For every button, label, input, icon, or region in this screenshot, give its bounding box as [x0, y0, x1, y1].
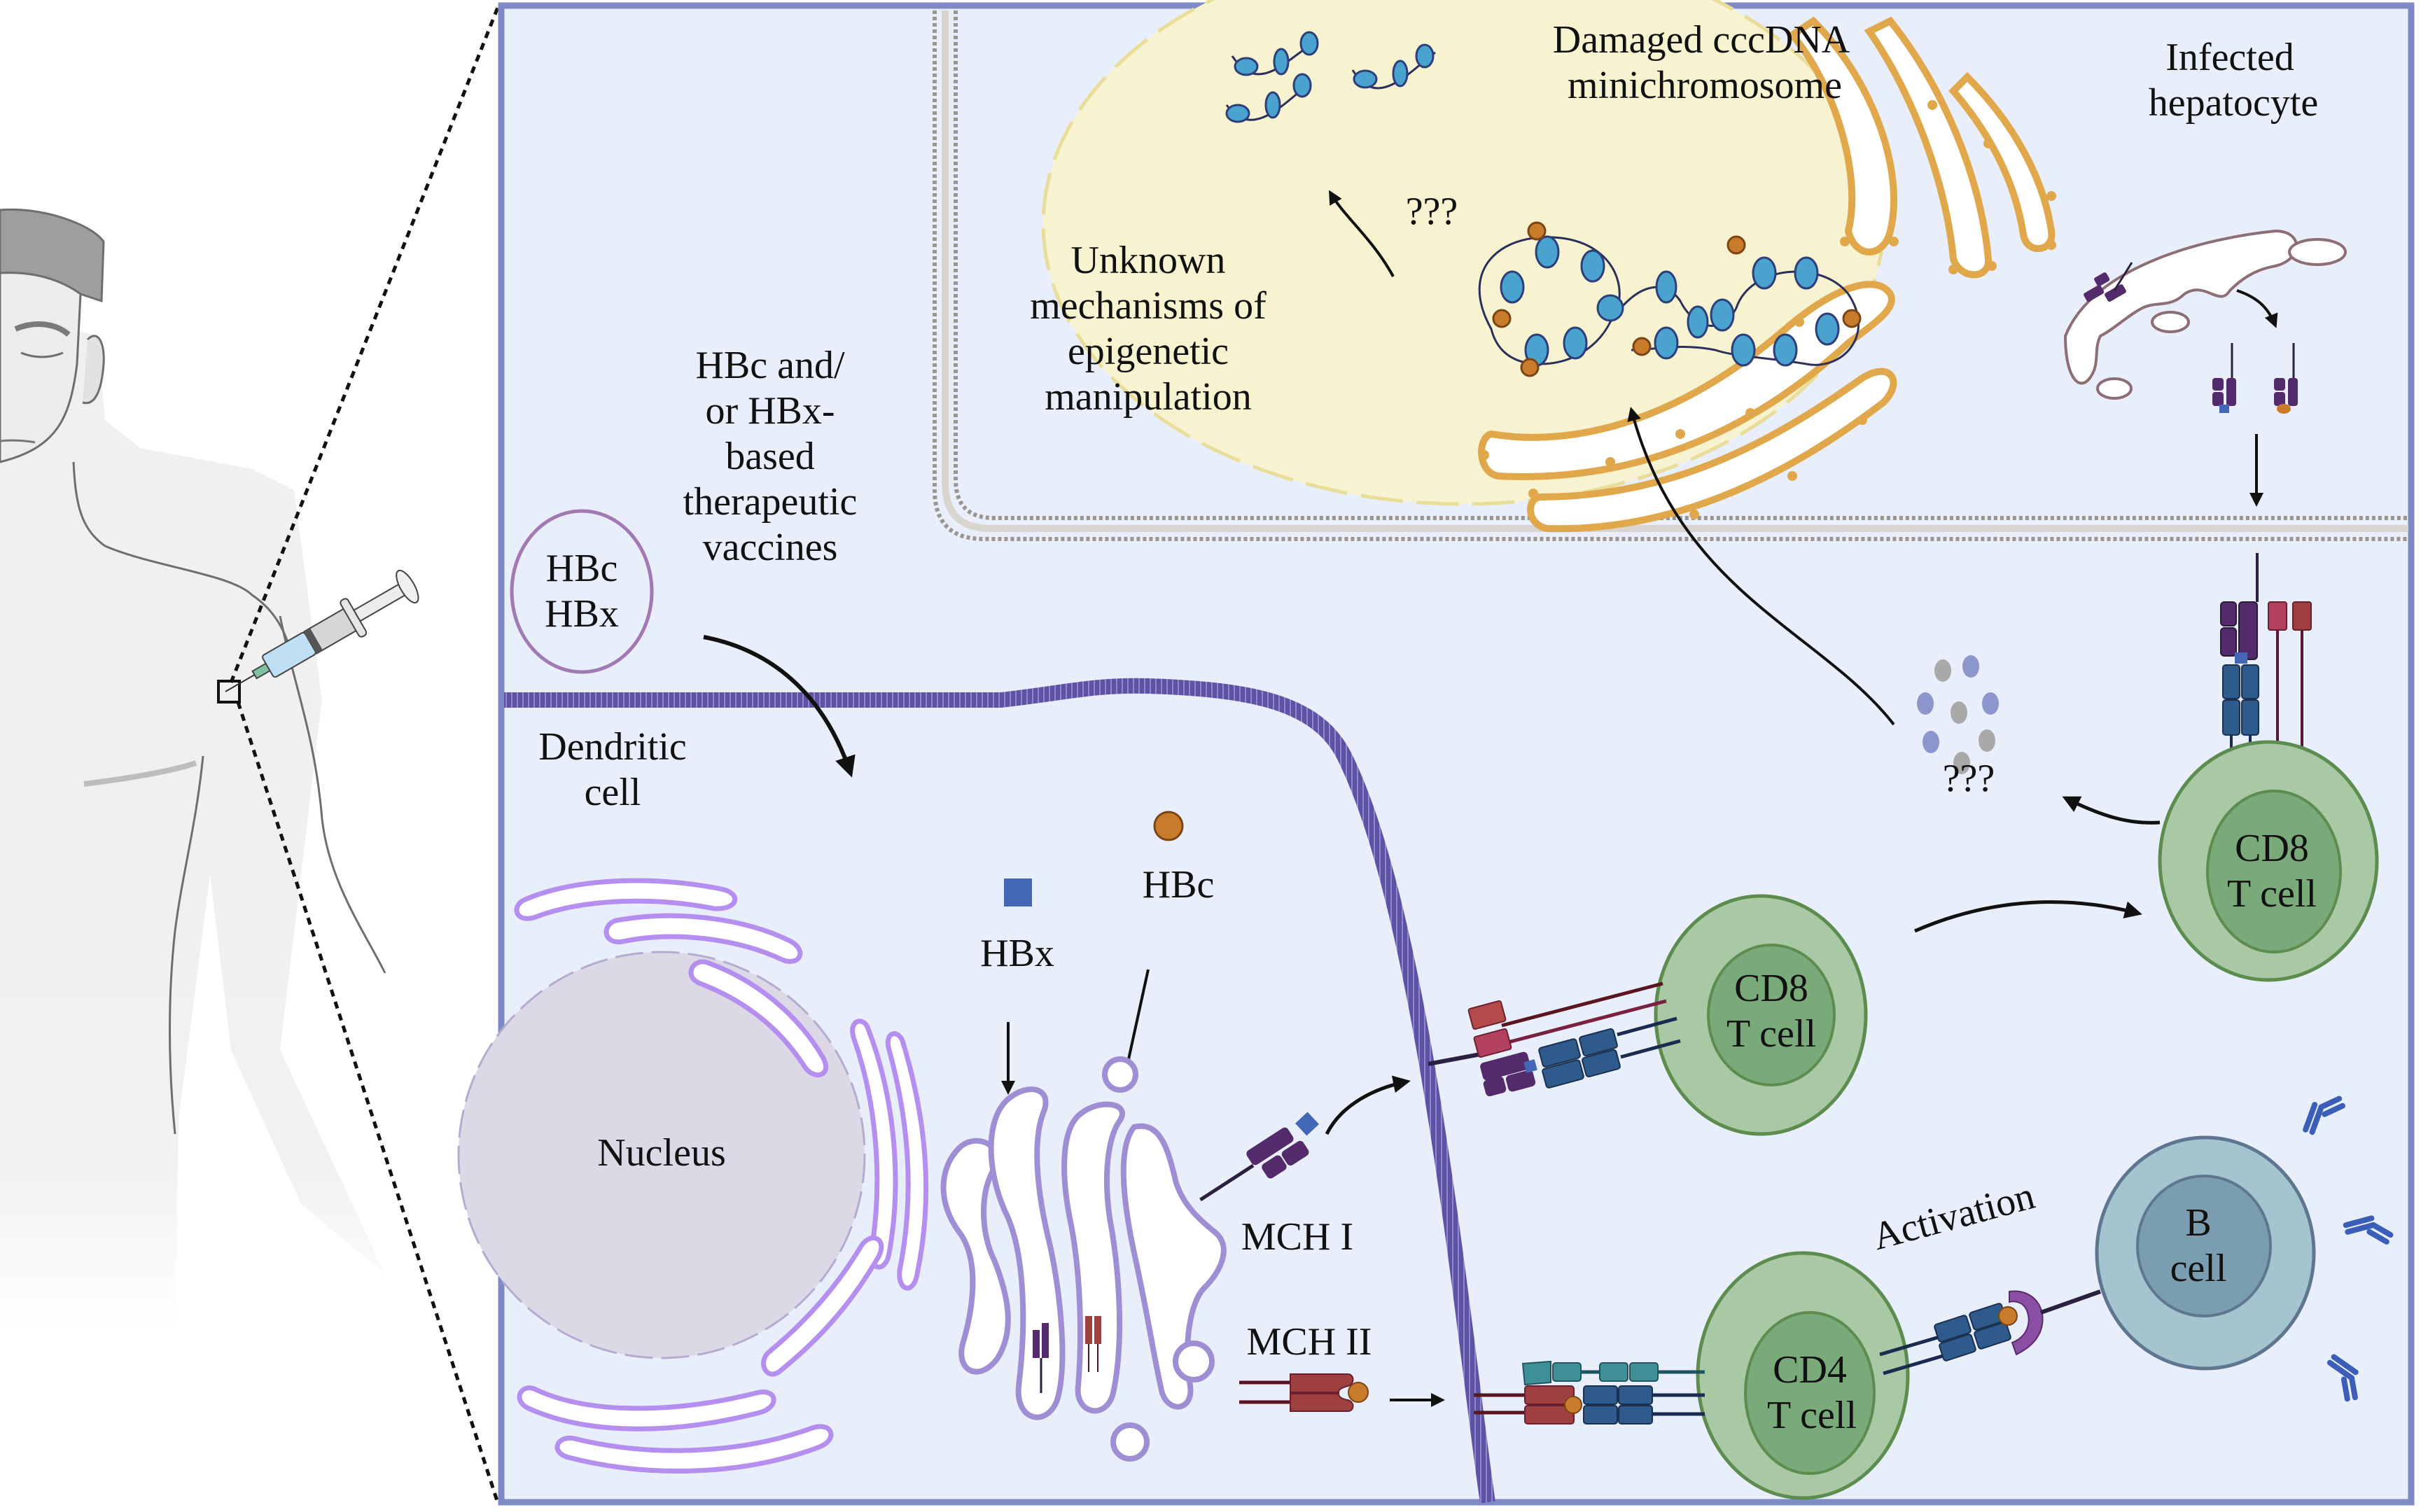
cd8-to-nucleus-arrow [1627, 407, 1895, 726]
nucleus-label: Nucleus [597, 1131, 726, 1175]
cd8-to-cytokine-arrow [2062, 796, 2161, 825]
bcell-label-1: B [2185, 1201, 2211, 1245]
epigenetic-label-2: mechanisms of [1030, 284, 1267, 328]
epigenetic-unknown-label: ??? [1406, 190, 1458, 233]
hepatocyte-mhc1-hbx [2212, 343, 2236, 413]
human-figure [0, 208, 419, 1330]
er-ribosomes [1479, 100, 2056, 519]
cd8-t-cell-right [2158, 740, 2379, 982]
epigenetic-label-3: epigenetic [1068, 330, 1229, 373]
vaccine-circle-hbx: HBx [545, 592, 619, 636]
cccdna-minichromosome [1478, 221, 1862, 377]
dendritic-cell-membrane [504, 678, 1495, 1504]
infected-hepatocyte-label-2: hepatocyte [2149, 81, 2319, 125]
vaccine-particle-circle [510, 509, 654, 674]
zoom-line-top [229, 5, 501, 683]
cd4-label-2: T cell [1767, 1394, 1857, 1437]
dendritic-cell-label-2: cell [585, 771, 641, 814]
dendritic-cell-nucleus [457, 951, 866, 1359]
antibody-icon [2303, 1096, 2345, 1135]
dendritic-cell-label-1: Dendritic [538, 725, 686, 769]
cytokine-unknown-label: ??? [1943, 757, 1995, 800]
cd4-bcell-synapse [1879, 1289, 2101, 1376]
infected-hepatocyte-label-1: Infected [2165, 36, 2294, 79]
torso-silhouette [0, 210, 385, 1330]
hbx-antigen-icon [1004, 878, 1032, 906]
mhc1-molecule-free [1199, 1112, 1319, 1202]
epigenetic-arrow [1329, 190, 1395, 277]
hepatocyte-golgi [2063, 229, 2347, 400]
cd4-label-1: CD4 [1773, 1348, 1847, 1392]
dendritic-cell-er [514, 878, 929, 1474]
antibody-icon [2343, 1215, 2394, 1245]
epigenetic-label-4: manipulation [1045, 375, 1252, 419]
hepatocyte-er [1478, 16, 2056, 533]
damaged-cccdna-fragments [1225, 31, 1436, 123]
vaccine-label-4: therapeutic [683, 480, 858, 524]
vaccine-label-3: based [725, 435, 815, 478]
cd8-t-cell-middle [1654, 894, 1868, 1136]
golgi-mhc-proteins [1033, 1316, 1101, 1393]
hepatocyte-membrane [933, 10, 2408, 541]
vaccine-circle-hbc: HBc [546, 547, 618, 590]
hepatocyte-mhc1-hbc [2274, 343, 2298, 414]
mhc1-to-surface-arrow [1325, 1075, 1411, 1135]
eyebrow [14, 321, 71, 337]
vaccine-label-5: vaccines [703, 526, 838, 569]
zoom-line-bottom [236, 701, 501, 1506]
damaged-cccdna-label-2: minichromosome [1568, 64, 1842, 107]
cd8-migration-arrow [1914, 900, 2142, 933]
neck-shoulder-outline [72, 461, 295, 666]
hbc-label: HBc [1143, 863, 1215, 906]
syringe-icon [225, 569, 419, 692]
cd8-right-label-2: T cell [2227, 872, 2317, 916]
cd4-t-cell [1696, 1251, 1910, 1500]
cd8-right-label-1: CD8 [2235, 827, 2309, 870]
hbx-label: HBx [980, 932, 1054, 975]
zoom-inset-box [217, 680, 241, 704]
cytokine-particles [1917, 655, 1999, 774]
hepatocyte-tcr-complex [2220, 553, 2312, 798]
hepatocyte-golgi-mhc1 [2084, 262, 2133, 302]
cd8-middle-label-2: T cell [1726, 1012, 1816, 1056]
cd8-middle-label-1: CD8 [1734, 967, 1808, 1010]
mhc2-label: MCH II [1247, 1320, 1372, 1364]
hbc-antigen-icon [1153, 811, 1184, 841]
arm-outline [279, 615, 386, 974]
face [0, 272, 82, 463]
armpit-outline [169, 755, 204, 1135]
mhc2-tcr-synapse [1474, 1360, 1705, 1424]
eye-closed [20, 351, 64, 358]
vaccine-label-1: HBc and/ [695, 344, 845, 387]
vaccine-uptake-arrow [703, 635, 856, 778]
mhc2-molecule-free [1239, 1373, 1369, 1412]
mhc1-tcr-synapse [1428, 981, 1681, 1097]
vaccine-label-2: or HBx- [705, 389, 835, 433]
golgi-to-surface-arrow [2236, 289, 2278, 328]
mhc1-label: MCH I [1241, 1215, 1353, 1259]
ear [82, 335, 105, 405]
epigenetic-label-1: Unknown [1071, 239, 1226, 282]
antibody-icon [2326, 1354, 2359, 1402]
damaged-cccdna-label-1: Damaged cccDNA [1553, 18, 1850, 62]
mouth [0, 439, 36, 444]
chest-shadow [83, 760, 197, 787]
bcell-label-2: cell [2170, 1247, 2227, 1290]
b-cell [2095, 1135, 2316, 1371]
